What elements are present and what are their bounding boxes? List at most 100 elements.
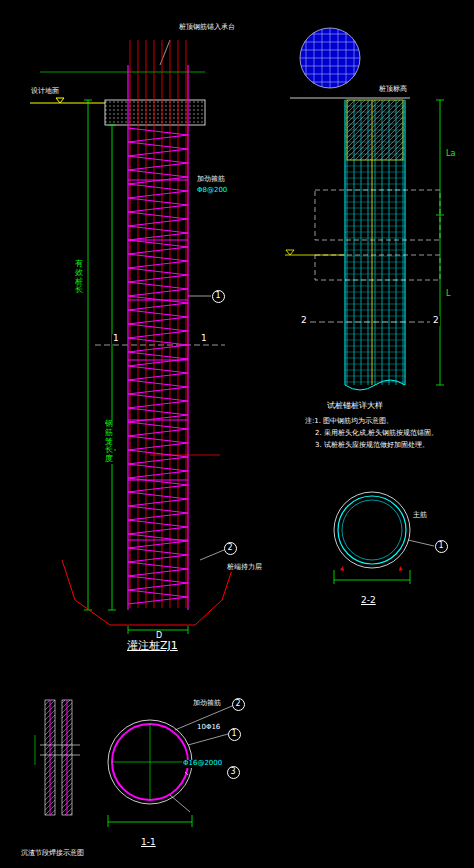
rebar-stroke (345, 226, 405, 227)
rebar-stroke (345, 214, 405, 215)
annotation-text: 加劲箍筋 (192, 700, 222, 708)
rebar-stroke (345, 256, 405, 257)
callout-circle: 1 (435, 540, 448, 553)
callout-number: 1 (231, 730, 236, 738)
rebar-stroke (128, 555, 188, 562)
rebar-stroke (138, 40, 139, 608)
annotation-text: 1 (112, 334, 120, 344)
rebar-stroke (128, 366, 188, 373)
rebar-stroke (345, 178, 405, 179)
rebar-stroke (128, 359, 188, 366)
rebar-stroke (128, 373, 188, 380)
rebar-stroke (128, 177, 188, 184)
callout-number: 2 (227, 544, 232, 552)
rebar-stroke (354, 40, 355, 76)
rebar-stroke (128, 212, 188, 219)
rebar-stroke (128, 289, 188, 296)
rebar-stroke (162, 40, 163, 608)
rebar-stroke (128, 492, 188, 499)
rebar-stroke (128, 359, 188, 360)
annotation-text: 主筋 (412, 512, 428, 520)
rebar-stroke (345, 376, 405, 377)
rebar-stroke (128, 387, 188, 394)
rebar-stroke (128, 240, 188, 247)
rebar-stroke (128, 310, 188, 317)
rebar-stroke (128, 261, 188, 268)
rebar-stroke (128, 443, 188, 450)
annotation-text: 2 (432, 316, 440, 326)
rebar-stroke (128, 520, 188, 527)
callout-number: 2 (235, 700, 240, 708)
rebar-stroke (345, 304, 405, 305)
rebar-stroke (128, 422, 188, 429)
callout-circle: 2 (232, 698, 245, 711)
rebar-stroke (128, 233, 188, 240)
callout-circle: 3 (227, 766, 240, 779)
rebar-stroke (128, 539, 188, 540)
annotation-text: 注:1. 图中钢筋均为示意图。 (304, 418, 394, 426)
annotation-text: 试桩锚桩详大样 (326, 402, 384, 411)
rebar-stroke (128, 485, 188, 492)
rebar-stroke (128, 282, 188, 289)
rebar-stroke (128, 198, 188, 205)
rebar-stroke (128, 317, 188, 324)
rebar-stroke (128, 156, 188, 163)
rebar-stroke (128, 583, 188, 590)
callout-number: 1 (215, 292, 220, 300)
rebar-stroke (127, 65, 128, 610)
rebar-stroke (128, 219, 188, 226)
rebar-stroke (312, 82, 348, 83)
rebar-stroke (128, 142, 188, 149)
rebar-stroke (128, 128, 188, 135)
rebar-stroke (128, 401, 188, 408)
rebar-stroke (128, 299, 188, 300)
annotation-text: Φ8@200 (196, 187, 228, 195)
rebar-stroke (345, 166, 405, 167)
rebar-stroke (146, 40, 147, 608)
rebar-stroke (128, 163, 188, 170)
rebar-stroke (345, 238, 405, 239)
annotation-text: 3. 试桩桩头应按规范做好加固处理。 (314, 442, 430, 450)
rebar-stroke (345, 220, 405, 221)
rebar-stroke (300, 58, 360, 59)
annotation-text: 10Φ16 (196, 724, 221, 732)
rebar-stroke (345, 364, 405, 365)
annotation-text: D (155, 632, 163, 641)
rebar-stroke (128, 513, 188, 520)
rebar-stroke (128, 331, 188, 338)
rebar-stroke (405, 100, 406, 385)
rebar-stroke (345, 298, 405, 299)
rebar-stroke (187, 65, 188, 610)
rebar-stroke (346, 33, 347, 84)
rebar-stroke (128, 419, 188, 420)
annotation-text: 2. 采用桩头化成,桩头钢筋按规范锚固。 (314, 430, 439, 438)
rebar-stroke (128, 296, 188, 303)
rebar-stroke (128, 464, 188, 471)
rebar-stroke (128, 394, 188, 401)
callout-circle: 1 (228, 728, 241, 741)
dimension-text: 有效桩长 (74, 260, 84, 295)
rebar-stroke (178, 40, 179, 608)
rebar-stroke (128, 450, 188, 457)
rebar-stroke (345, 232, 405, 233)
rebar-stroke (345, 358, 405, 359)
rebar-stroke (128, 479, 188, 480)
rebar-stroke (128, 184, 188, 191)
rebar-stroke (128, 338, 188, 345)
rebar-stroke (345, 340, 405, 341)
rebar-stroke (345, 208, 405, 209)
rebar-stroke (128, 562, 188, 569)
rebar-stroke (128, 506, 188, 513)
callout-circle: 1 (212, 290, 225, 303)
rebar-stroke (345, 286, 405, 287)
annotation-text: La (445, 150, 456, 159)
rebar-stroke (345, 352, 405, 353)
rebar-stroke (128, 576, 188, 583)
rebar-stroke (345, 244, 405, 245)
rebar-stroke (128, 457, 188, 464)
rebar-stroke (345, 172, 405, 173)
annotation-text: 桩顶钢筋锚入承台 (178, 24, 236, 32)
rebar-stroke (338, 29, 339, 87)
rebar-stroke (128, 275, 188, 282)
annotation-text: L (445, 290, 451, 299)
